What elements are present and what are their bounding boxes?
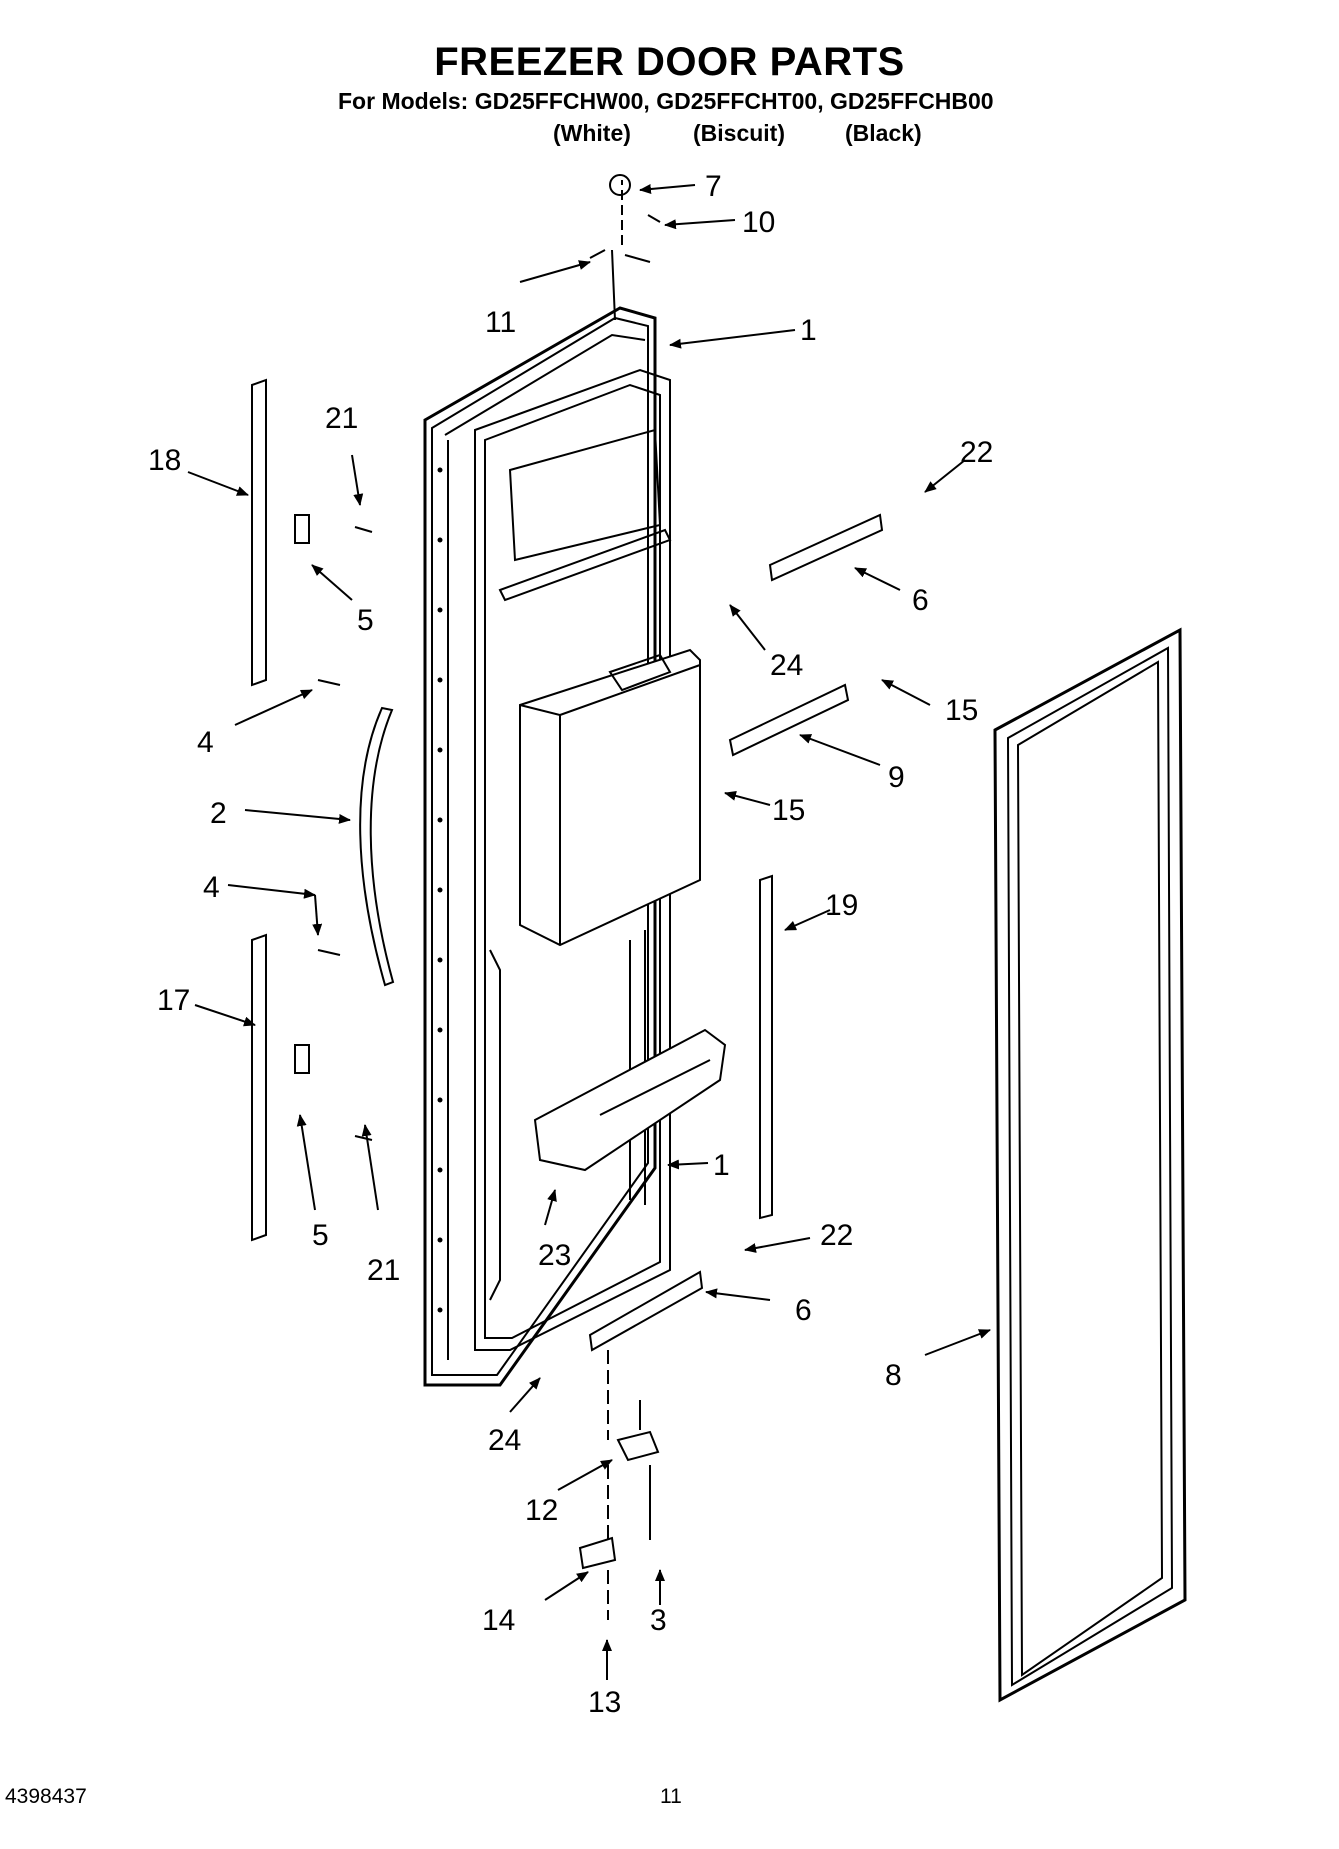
callout-leaders	[187, 184, 991, 1680]
callout-8: 8	[885, 1359, 902, 1392]
callout-9: 9	[888, 761, 905, 794]
callout-1b: 1	[713, 1149, 730, 1182]
callout-4b: 4	[203, 871, 220, 904]
breaker-strip-17	[251, 933, 267, 1242]
callout-2: 2	[210, 797, 227, 830]
hinge	[616, 1430, 660, 1462]
dispenser-housing	[519, 648, 701, 947]
callout-12: 12	[525, 1494, 558, 1527]
callout-labels: 7 10 11 1 21 18 22 5 6 24 4 15 9 2 15 19…	[148, 170, 993, 1719]
callout-18: 18	[148, 444, 181, 477]
document-number: 4398437	[5, 1785, 87, 1808]
callout-23: 23	[538, 1239, 571, 1272]
door-parts-drawing	[251, 174, 1187, 1703]
callout-3: 3	[650, 1604, 667, 1637]
callout-15b: 15	[772, 794, 805, 827]
callout-5: 5	[357, 604, 374, 637]
callout-1: 1	[800, 314, 817, 347]
callout-21b: 21	[367, 1254, 400, 1287]
callout-7: 7	[705, 170, 722, 203]
callout-24b: 24	[488, 1424, 521, 1457]
callout-22: 22	[960, 436, 993, 469]
callout-19: 19	[825, 889, 858, 922]
door-gasket	[993, 627, 1187, 1703]
callout-22b: 22	[820, 1219, 853, 1252]
color-black: (Black)	[845, 120, 922, 146]
callout-5b: 5	[312, 1219, 329, 1252]
callout-17: 17	[157, 984, 190, 1017]
page-title: FREEZER DOOR PARTS	[434, 40, 905, 84]
callout-6b: 6	[795, 1294, 812, 1327]
breaker-strip-18	[251, 378, 267, 687]
callout-15: 15	[945, 694, 978, 727]
color-biscuit: (Biscuit)	[693, 120, 785, 146]
color-white: (White)	[553, 120, 631, 146]
callout-10: 10	[742, 206, 775, 239]
callout-21: 21	[325, 402, 358, 435]
models-line: For Models: GD25FFCHW00, GD25FFCHT00, GD…	[338, 88, 994, 114]
callout-14: 14	[482, 1604, 515, 1637]
callout-11: 11	[485, 306, 516, 339]
callout-4: 4	[197, 726, 214, 759]
page-number: 11	[660, 1785, 682, 1808]
callout-24: 24	[770, 649, 803, 682]
callout-6: 6	[912, 584, 929, 617]
callout-13: 13	[588, 1686, 621, 1719]
door-handle	[359, 706, 395, 987]
liner-screw-holes	[437, 467, 443, 1313]
